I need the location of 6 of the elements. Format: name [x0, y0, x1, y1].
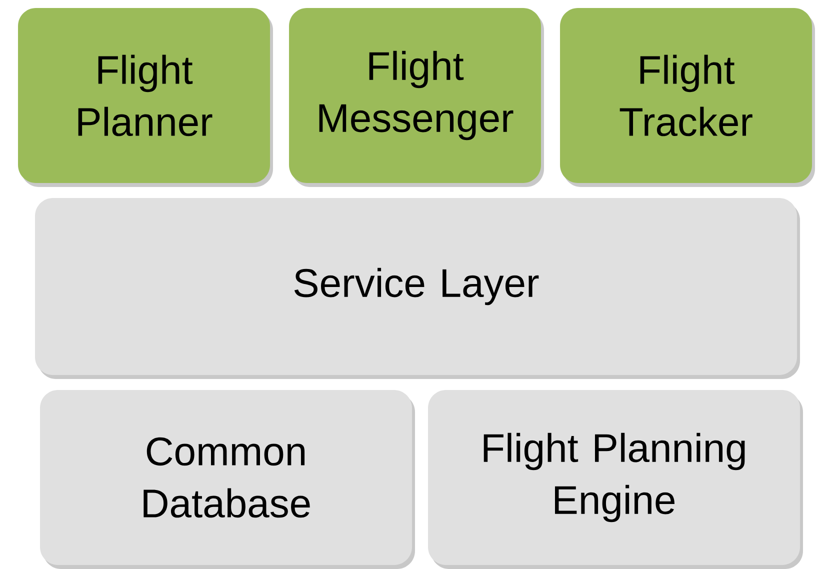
layer-box: Common Database — [40, 390, 415, 569]
app-box: Flight Planner — [18, 8, 273, 187]
layer-box: Service Layer — [35, 198, 800, 379]
layer-box: Flight Planning Engine — [428, 390, 803, 569]
app-box: Flight Messenger — [289, 8, 544, 187]
app-box: Flight Tracker — [560, 8, 815, 187]
